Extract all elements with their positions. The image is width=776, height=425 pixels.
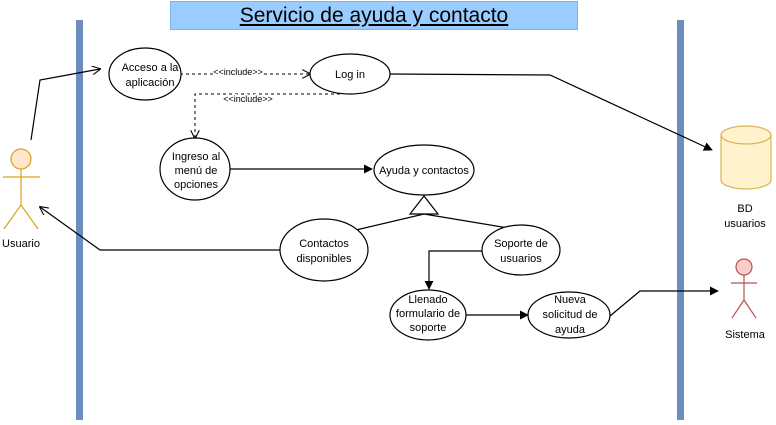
usecase-login-label: Log in	[335, 69, 365, 81]
usecase-llenado: Llenado formulario de soporte	[389, 289, 467, 341]
usecase-login: Log in	[309, 53, 391, 95]
actor-sistema-head	[735, 258, 753, 276]
usecase-nueva-line3: ayuda	[555, 324, 586, 336]
include-label-1: <<include>>	[213, 67, 263, 77]
usecase-llenado-line3: soporte	[410, 322, 447, 334]
usecase-soporte-line1: Soporte de	[494, 238, 548, 250]
usecase-contactos-line1: Contactos	[299, 238, 349, 250]
usecase-menu-line2: menú de	[175, 165, 218, 177]
usecase-acceso: Acceso a la aplicación	[108, 47, 182, 101]
usecase-acceso-line2: aplicación	[126, 77, 175, 89]
connector-nueva-sistema	[609, 286, 719, 317]
left-boundary-bar	[76, 20, 83, 420]
database-bd-usuarios	[720, 125, 772, 190]
diagram-title-box: Servicio de ayuda y contacto	[170, 1, 578, 30]
usecase-llenado-line1: Llenado	[408, 294, 447, 306]
usecase-menu: Ingreso al menú de opciones	[159, 137, 231, 201]
include-login-menu	[195, 93, 340, 138]
actor-sistema-label: Sistema	[725, 329, 766, 341]
include-label-2: <<include>>	[223, 94, 273, 104]
usecase-ayuda: Ayuda y contactos	[373, 144, 475, 196]
usecase-contactos-line2: disponibles	[296, 253, 352, 265]
connector-contactos-usuario	[40, 207, 283, 251]
usecase-menu-line3: opciones	[174, 179, 219, 191]
usecase-ayuda-label: Ayuda y contactos	[379, 165, 469, 177]
usecase-soporte: Soporte de usuarios	[481, 224, 561, 276]
actor-usuario-label: Usuario	[2, 238, 40, 250]
database-label-line2: usuarios	[724, 218, 766, 230]
usecase-soporte-line2: usuarios	[500, 253, 542, 265]
database-label-line1: BD	[737, 203, 752, 215]
connector-soporte-llenado	[424, 250, 483, 290]
usecase-nueva-line2: solicitud de	[542, 309, 597, 321]
actor-usuario	[3, 148, 40, 230]
generalization-triangle	[408, 195, 440, 215]
usecase-acceso-line1: Acceso a la	[122, 62, 180, 74]
actor-sistema	[731, 258, 757, 319]
right-boundary-bar	[677, 20, 684, 420]
usecase-llenado-line2: formulario de	[396, 308, 460, 320]
usecase-nueva: Nueva solicitud de ayuda	[527, 291, 611, 339]
connector-usuario-acceso	[30, 69, 100, 141]
connector-login-bd	[389, 73, 713, 151]
actor-usuario-head	[10, 148, 32, 170]
usecase-nueva-line1: Nueva	[554, 294, 587, 306]
usecase-menu-line1: Ingreso al	[172, 151, 220, 163]
diagram-title: Servicio de ayuda y contacto	[239, 3, 509, 27]
generalization-contactos	[355, 213, 425, 231]
usecase-contactos: Contactos disponibles	[279, 218, 369, 282]
